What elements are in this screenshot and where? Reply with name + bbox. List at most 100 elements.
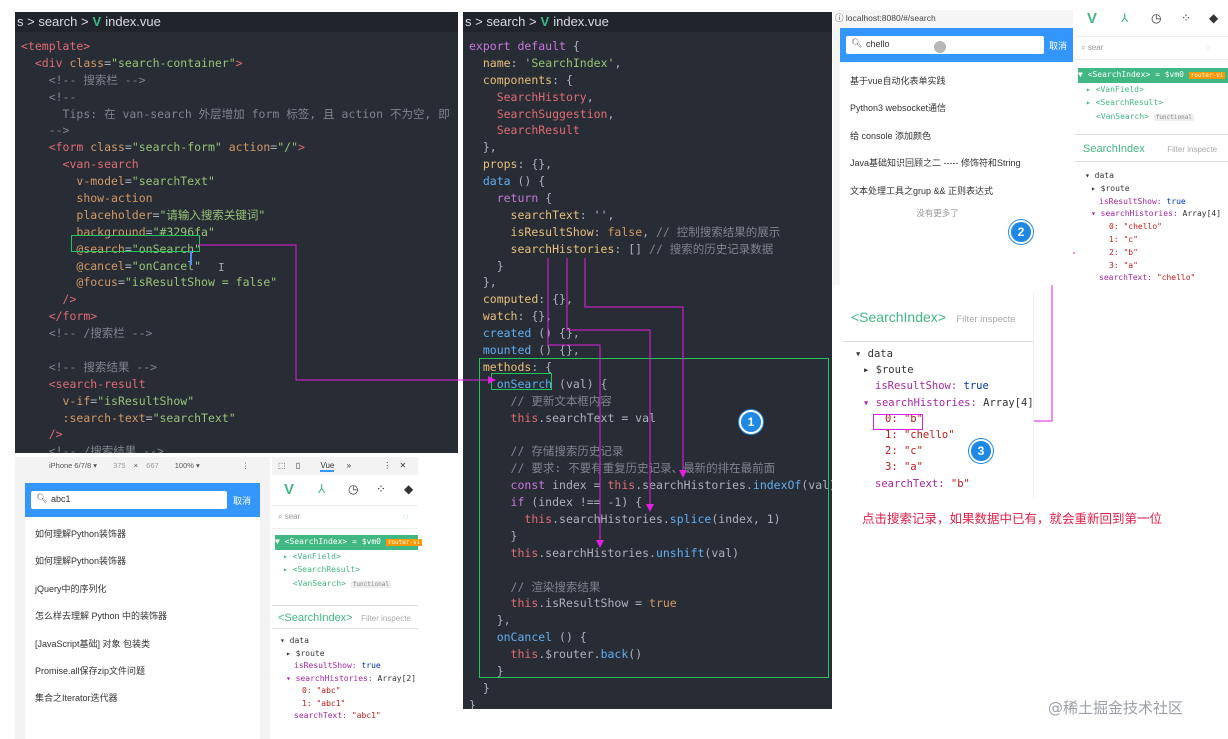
result-list-item[interactable]: 集合之Iterator迭代器 [35, 693, 118, 704]
tree-row-searchresult[interactable]: ▸ <SearchResult> [1086, 98, 1164, 107]
searchhistories-row[interactable]: ▾ searchHistories: Array[4] [1091, 209, 1222, 219]
code-line[interactable]: <van-search [21, 156, 450, 173]
vuex-icon[interactable]: ⁘ [376, 482, 387, 496]
code-line[interactable]: onCancel () { [469, 629, 832, 646]
tree-row-vansearch[interactable]: <VanSearch> functional [293, 578, 391, 588]
tree-row-searchresult[interactable]: ▸ <SearchResult> [283, 565, 361, 574]
code-line[interactable]: computed: {}, [469, 291, 832, 308]
code-line[interactable]: this.searchHistories.unshift(val) [469, 545, 832, 562]
code-line[interactable]: v-if="isResultShow" [21, 393, 450, 410]
result-list-item[interactable]: jQuery中的序列化 [35, 583, 107, 594]
inspect-icon[interactable]: ⬚ [278, 461, 286, 470]
code-line[interactable]: methods: { [469, 359, 832, 376]
result-list-item[interactable]: 文本处理工具之grup && 正则表达式 [850, 185, 994, 196]
code-line[interactable]: }, [469, 274, 832, 291]
code-line[interactable]: watch: {}, [469, 308, 832, 325]
code-line[interactable]: v-model="searchText" [21, 173, 450, 190]
code-line[interactable]: components: { [469, 72, 832, 89]
code-line[interactable]: --> [21, 122, 450, 139]
device-height[interactable]: 667 [146, 461, 159, 470]
code-line[interactable]: <!-- /搜索结果 --> [21, 443, 450, 453]
refresh-icon[interactable]: ◌ [403, 512, 408, 521]
tree-row-vanfield[interactable]: ▸ <VanField> [283, 551, 341, 561]
code-line[interactable]: /> [21, 426, 450, 443]
result-list-item[interactable]: Java基础知识回顾之二 ----- 修饰符和String [850, 158, 1021, 169]
history-icon[interactable]: ◷ [1151, 11, 1162, 25]
tree-selected-row[interactable]: ▼ <SearchIndex> = $vm0 router-vi [275, 535, 423, 550]
code-line[interactable]: } [469, 528, 832, 545]
code-line[interactable]: this.isResultShow = true [469, 595, 832, 612]
tree-row-vansearch[interactable]: <VanSearch> functional [1096, 111, 1194, 121]
device-toggle-icon[interactable]: ▯ [295, 461, 301, 470]
refresh-icon[interactable]: ◌ [1205, 43, 1210, 52]
result-list-item[interactable]: 给 console 添加颜色 [850, 130, 932, 141]
result-list-item[interactable]: Promise.all保存zip文件问题 [35, 665, 146, 676]
code-line[interactable]: props: {}, [469, 156, 832, 173]
right-code-lines[interactable]: export default { name: 'SearchIndex', co… [469, 38, 832, 709]
zoom-select[interactable]: 100% ▾ [174, 461, 200, 470]
history-icon[interactable]: ◷ [348, 482, 359, 496]
route-row[interactable]: ▸ $route [1091, 183, 1130, 193]
code-line[interactable]: } [469, 663, 832, 680]
menu-icon[interactable]: ⋮ [383, 461, 392, 470]
code-line[interactable]: searchHistories: [] // 搜索的历史记录数据 [469, 241, 832, 258]
device-select[interactable]: iPhone 6/7/8 ▾ [49, 461, 97, 470]
router-icon[interactable]: ◆ [1209, 11, 1219, 25]
components-icon[interactable]: ⅄ [318, 482, 326, 496]
route-row[interactable]: ▸ $route [863, 364, 914, 377]
code-line[interactable]: Tips: 在 van-search 外层增加 form 标签, 且 actio… [21, 106, 450, 123]
router-icon[interactable]: ◆ [404, 482, 414, 496]
result-list-item[interactable]: 基于vue自动化表单实践 [850, 76, 946, 86]
cancel-button[interactable]: 取消 [233, 496, 252, 506]
result-list-item[interactable]: 如何理解Python装饰器 [35, 556, 127, 567]
code-line[interactable]: searchText: '', [469, 207, 832, 224]
more-icon[interactable]: ⋮ [241, 461, 250, 470]
result-list-item[interactable]: Python3 websocket通信 [850, 103, 947, 114]
code-line[interactable]: :search-text="searchText" [21, 410, 450, 427]
components-icon[interactable]: ⅄ [1121, 11, 1129, 25]
code-line[interactable]: placeholder="请输入搜索关键词" [21, 207, 450, 224]
code-line[interactable]: this.$router.back() [469, 646, 832, 663]
code-line[interactable]: // 更新文本框内容 [469, 393, 832, 410]
code-line[interactable]: isResultShow: false, // 控制搜索结果的展示 [469, 224, 832, 241]
result-list-item[interactable]: [JavaScript基础] 对象 包装类 [35, 638, 151, 649]
vuex-icon[interactable]: ⁘ [1181, 11, 1192, 25]
searchhistories-row[interactable]: ▾ searchHistories: Array[4] [863, 396, 1034, 409]
code-line[interactable]: // 渲染搜索结果 [469, 579, 832, 596]
code-line[interactable]: <div class="search-container"> [21, 55, 450, 72]
address-bar[interactable]: ⓘ localhost:8080/#/search [833, 10, 1073, 26]
inspector-filter[interactable]: Filter inspecte [1167, 145, 1218, 154]
inspector-filter[interactable]: Filter inspecte [361, 614, 411, 623]
data-section-header[interactable]: ▾ data [280, 636, 309, 645]
code-line[interactable]: @cancel="onCancel" [21, 258, 450, 275]
code-line[interactable]: name: 'SearchIndex', [469, 55, 832, 72]
code-line[interactable]: @focus="isResultShow = false" [21, 274, 450, 291]
code-line[interactable]: </form> [21, 308, 450, 325]
tab-more[interactable]: » [346, 461, 352, 470]
route-row[interactable]: ▸ $route [286, 648, 325, 658]
result-list-item[interactable]: 如何理解Python装饰器 [35, 529, 127, 539]
tree-selected-row[interactable]: ▼ <SearchIndex> = $vm0 router-vi [1078, 68, 1228, 83]
component-filter[interactable]: ⌕ sear ◌ [272, 505, 418, 529]
cancel-button[interactable]: 取消 [1049, 41, 1068, 51]
search-input[interactable]: 🔍︎ chello [846, 36, 1044, 54]
tree-row-vanfield[interactable]: ▸ <VanField> [1086, 84, 1144, 94]
code-line[interactable]: }, [469, 139, 832, 156]
data-section-header[interactable]: ▾ data [855, 348, 893, 360]
data-section-header[interactable]: ▾ data [1085, 171, 1114, 180]
code-line[interactable]: @search="onSearch" [21, 241, 450, 258]
code-line[interactable]: this.searchHistories.splice(index, 1) [469, 511, 832, 528]
code-line[interactable]: SearchSuggestion, [469, 106, 832, 123]
code-line[interactable]: export default { [469, 38, 832, 55]
code-line[interactable]: <!-- /搜索栏 --> [21, 325, 450, 342]
code-line[interactable]: const index = this.searchHistories.index… [469, 477, 832, 494]
code-line[interactable]: <!-- 搜索栏 --> [21, 72, 450, 89]
code-line[interactable]: <template> [21, 38, 450, 55]
code-line[interactable]: if (index !== -1) { [469, 494, 832, 511]
code-line[interactable]: <search-result [21, 376, 450, 393]
code-line[interactable]: this.searchText = val [469, 410, 832, 427]
filter-input[interactable]: sear [1087, 43, 1104, 52]
filter-input[interactable]: sear [284, 512, 301, 521]
